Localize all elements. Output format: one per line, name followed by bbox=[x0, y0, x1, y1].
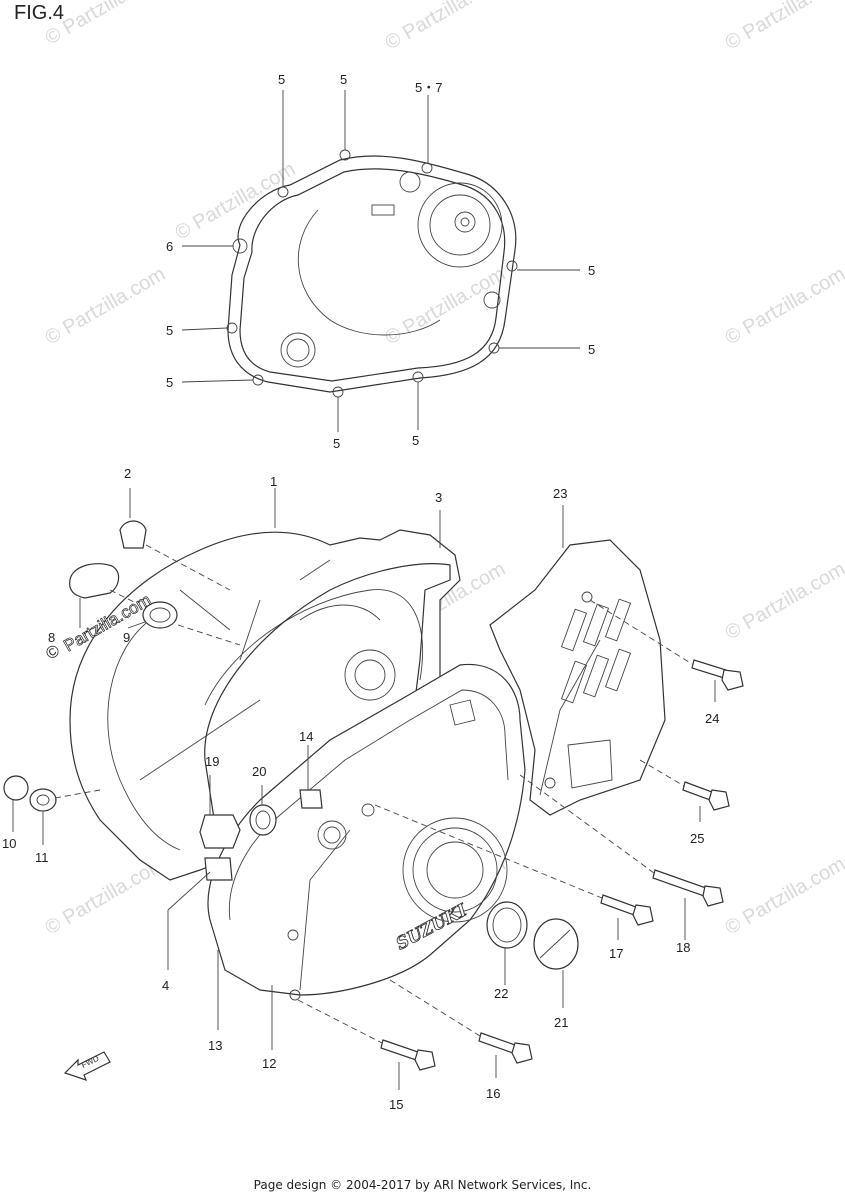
part-label: 19 bbox=[205, 754, 219, 769]
bolt-part-15 bbox=[414, 1049, 436, 1071]
watermark: © Partzilla.com bbox=[382, 0, 510, 54]
part-label: 13 bbox=[208, 1038, 222, 1053]
part-label: 10 bbox=[2, 836, 16, 851]
o-ring-part-20 bbox=[249, 804, 277, 836]
crankcase-cover-gasket bbox=[226, 149, 518, 398]
filler-cap-part-8 bbox=[69, 563, 120, 599]
part-label: 18 bbox=[676, 940, 690, 955]
part-label: 15 bbox=[389, 1097, 403, 1112]
part-label: 5 bbox=[588, 263, 595, 278]
watermark: © Partzilla.com bbox=[722, 853, 845, 939]
washer-part-11 bbox=[29, 788, 57, 812]
part-label: 23 bbox=[553, 486, 567, 501]
outer-cover-gasket bbox=[204, 563, 451, 831]
part-label: 5 bbox=[166, 323, 173, 338]
part-label: 5 bbox=[166, 375, 173, 390]
part-label: 2 bbox=[124, 466, 131, 481]
footer-copyright: Page design © 2004-2017 by ARI Network S… bbox=[253, 1178, 592, 1192]
part-label: 9 bbox=[123, 630, 130, 645]
part-label: 5・7 bbox=[415, 80, 442, 95]
part-label: 5 bbox=[333, 436, 340, 451]
grommet-part-2 bbox=[119, 520, 147, 549]
watermark: © Partzilla.com bbox=[722, 263, 845, 349]
watermark: © Partzilla.com bbox=[42, 0, 170, 49]
bolts bbox=[380, 659, 744, 1071]
part-label: 5 bbox=[412, 433, 419, 448]
bolt-part-24 bbox=[721, 669, 744, 691]
bolt-part-25 bbox=[708, 789, 730, 811]
dowel-part-14 bbox=[299, 789, 323, 809]
small-parts-left bbox=[3, 520, 579, 970]
part-label: 25 bbox=[690, 831, 704, 846]
drain-plug-part-10 bbox=[3, 775, 29, 801]
bolt-part-18 bbox=[702, 885, 724, 907]
part-label: 6 bbox=[166, 239, 173, 254]
part-label: 21 bbox=[554, 1015, 568, 1030]
plug-part-19 bbox=[199, 814, 241, 849]
clutch-cap-part-21 bbox=[533, 918, 579, 970]
watermark: © Partzilla.com bbox=[42, 263, 170, 349]
watermark: © Partzilla.com bbox=[722, 558, 845, 644]
part-label: 5 bbox=[340, 72, 347, 87]
part-label: 20 bbox=[252, 764, 266, 779]
part-label: 14 bbox=[299, 729, 313, 744]
assembly-dashed-lines bbox=[54, 544, 693, 1044]
part-number-labels: 5 5 5・7 6 5 5 5 5 5 5 2 1 3 23 8 9 24 14… bbox=[2, 72, 719, 1112]
forward-direction-arrow: FWD bbox=[63, 1051, 111, 1081]
part-label: 22 bbox=[494, 986, 508, 1001]
part-label: 1 bbox=[270, 474, 277, 489]
part-label: 8 bbox=[48, 630, 55, 645]
part-label: 5 bbox=[588, 342, 595, 357]
o-ring-part-9 bbox=[142, 601, 178, 629]
part-label: 11 bbox=[35, 850, 49, 865]
gasket-leader-lines bbox=[181, 90, 580, 432]
watermark-copyright-prefix: © bbox=[43, 641, 64, 664]
part-label: 17 bbox=[609, 946, 623, 961]
watermark: © Partzilla.com bbox=[722, 0, 845, 54]
watermark: © Partzilla.com bbox=[382, 263, 510, 349]
bolt-part-17 bbox=[632, 904, 654, 926]
clutch-cover-outer: SUZUKI bbox=[207, 663, 526, 1001]
clutch-cover-plate bbox=[489, 539, 666, 816]
watermark: © Partzilla.com bbox=[172, 158, 300, 244]
dowel-part-4 bbox=[204, 857, 233, 881]
part-label: 12 bbox=[262, 1056, 276, 1071]
part-label: 5 bbox=[278, 72, 285, 87]
bolt-part-16 bbox=[511, 1042, 533, 1064]
part-label: 16 bbox=[486, 1086, 500, 1101]
figure-title: FIG.4 bbox=[14, 2, 65, 24]
part-leader-lines bbox=[12, 488, 716, 1090]
part-label: 24 bbox=[705, 711, 719, 726]
part-label: 3 bbox=[435, 490, 442, 505]
part-label: 4 bbox=[162, 978, 169, 993]
